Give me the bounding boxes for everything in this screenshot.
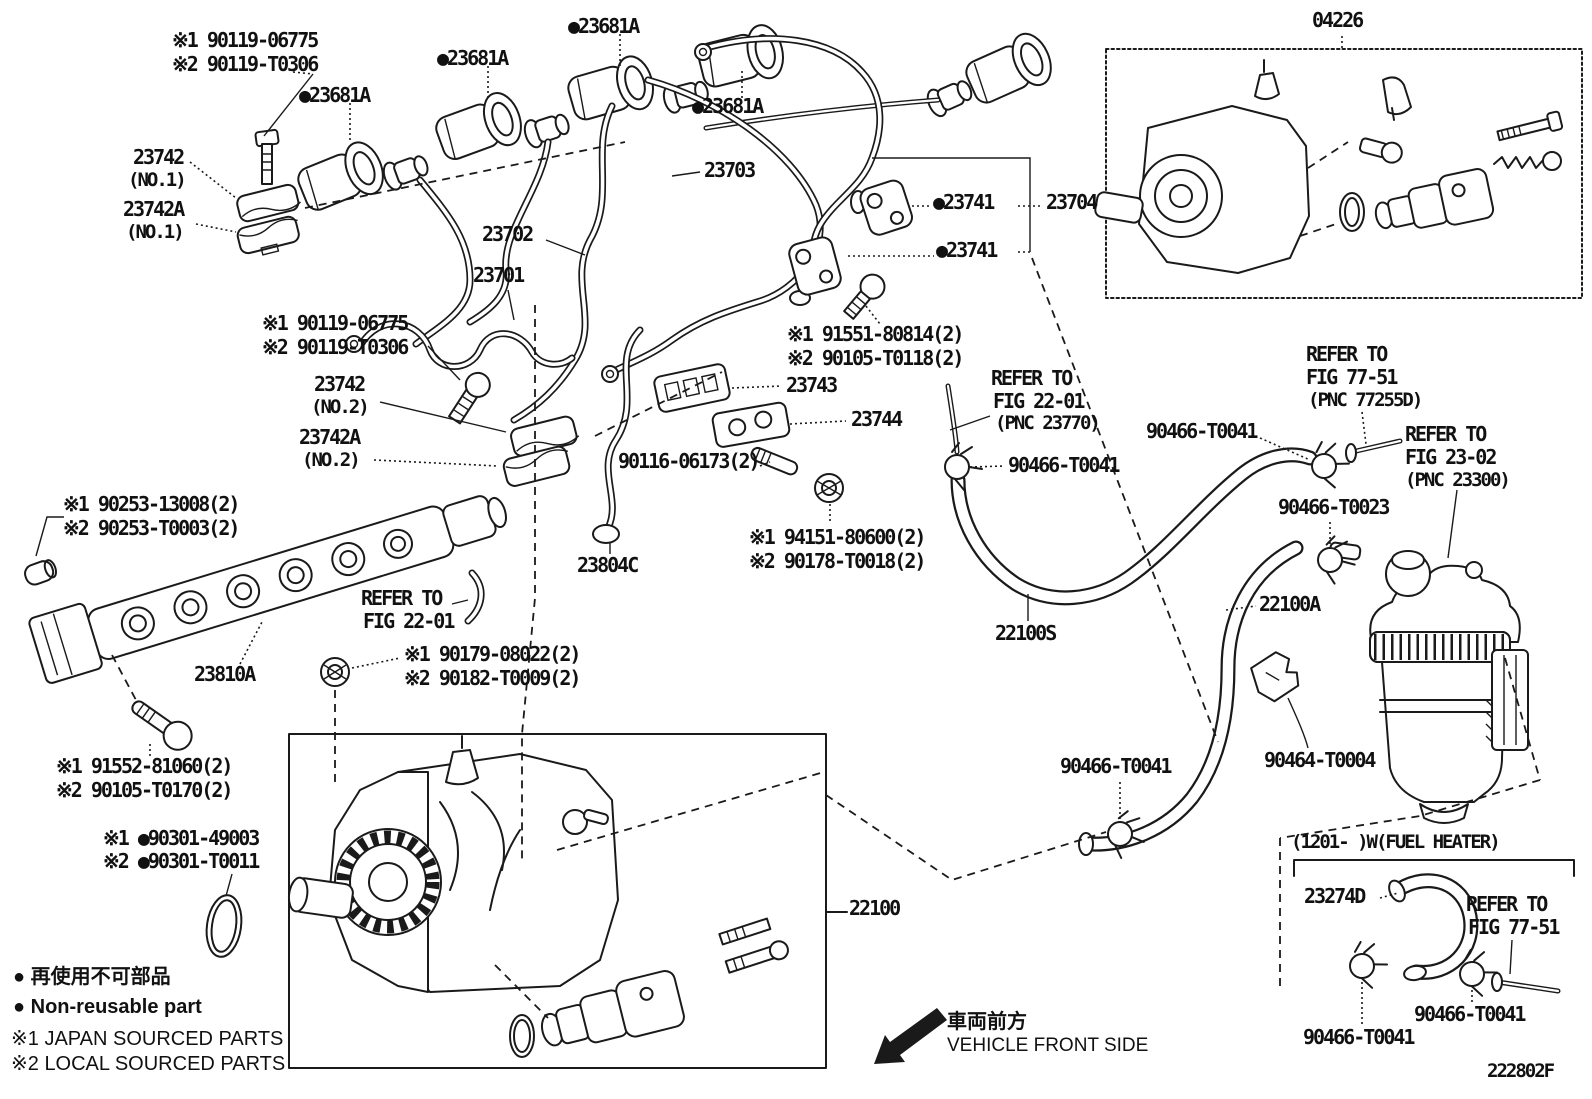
label-22100S: 22100S bbox=[995, 621, 1057, 645]
bracket-90464 bbox=[1250, 651, 1300, 703]
legend-japan-sourced: ※1 JAPAN SOURCED PARTS bbox=[11, 1028, 284, 1050]
label-no1-b: (NO.1) bbox=[126, 221, 185, 243]
legend-nonreusable-en: ● Non-reusable part bbox=[13, 996, 202, 1018]
label-90301-local: ※2 ●90301-T0011 bbox=[103, 849, 260, 873]
label-22100A: 22100A bbox=[1259, 592, 1321, 616]
label-23704: 23704 bbox=[1046, 190, 1098, 214]
label-90253-jp: ※1 90253-13008(2) bbox=[63, 492, 240, 516]
legend-local-sourced: ※2 LOCAL SOURCED PARTS bbox=[11, 1053, 286, 1075]
label-23741-1: ●23741 bbox=[933, 190, 995, 214]
label-23742A-no2: 23742A bbox=[299, 425, 361, 449]
label-91551-local: ※2 90105-T0118(2) bbox=[787, 346, 964, 370]
label-90179-local: ※2 90182-T0009(2) bbox=[404, 666, 581, 690]
label-23701: 23701 bbox=[473, 263, 525, 287]
label-23804C: 23804C bbox=[577, 553, 639, 577]
leader-lines bbox=[35, 34, 1513, 1026]
label-90466-1: 90466-T0041 bbox=[1008, 453, 1120, 477]
nut-94151 bbox=[814, 473, 844, 503]
label-ref-a3: (PNC 23770) bbox=[995, 412, 1101, 434]
dashed-links bbox=[111, 141, 1541, 1019]
label-90119-local-2: ※2 90119-T0306 bbox=[262, 335, 409, 359]
label-no1-a: (NO.1) bbox=[128, 169, 187, 191]
label-ref-e1: REFER TO bbox=[1466, 892, 1548, 916]
clamp-23743 bbox=[653, 363, 731, 413]
pipe-clamp-no2 bbox=[448, 371, 580, 487]
vehicle-front-arrow bbox=[874, 1008, 947, 1064]
label-23741-2: ●23741 bbox=[936, 238, 998, 262]
label-ref-b3: (PNC 77255D) bbox=[1308, 389, 1423, 411]
label-23742A-no1: 23742A bbox=[123, 197, 185, 221]
brackets-23741 bbox=[788, 179, 913, 320]
label-23681A-1: ●23681A bbox=[299, 83, 371, 107]
label-23681A-4: ●23681A bbox=[692, 94, 764, 118]
label-23744: 23744 bbox=[851, 407, 903, 431]
clamp-23744 bbox=[711, 401, 791, 448]
fuel-heater-area bbox=[1293, 859, 1575, 994]
label-23742-no1: 23742 bbox=[133, 145, 185, 169]
label-23681A-3: ●23681A bbox=[568, 14, 640, 38]
label-94151-local: ※2 90178-T0018(2) bbox=[749, 549, 926, 573]
label-90119-jp-2: ※1 90119-06775 bbox=[262, 311, 409, 335]
nut-90179 bbox=[320, 657, 350, 687]
stud-90116 bbox=[750, 446, 799, 476]
label-91552-local: ※2 90105-T0170(2) bbox=[56, 778, 233, 802]
label-ref-c1: REFER TO bbox=[1405, 422, 1487, 446]
label-90466-4: 90466-T0041 bbox=[1414, 1002, 1526, 1026]
supply-pump-kit-art bbox=[1094, 59, 1564, 274]
label-90116: 90116-06173(2) bbox=[618, 449, 761, 473]
supply-pump-kit-box bbox=[1105, 36, 1583, 299]
label-ref-d2: FIG 22-01 bbox=[363, 609, 455, 633]
figure-code: 222802F bbox=[1487, 1060, 1555, 1082]
label-04226: 04226 bbox=[1312, 8, 1364, 32]
label-90119-jp-1: ※1 90119-06775 bbox=[172, 28, 319, 52]
label-no2-a: (NO.2) bbox=[311, 396, 370, 418]
label-91551-jp: ※1 91551-80814(2) bbox=[787, 322, 964, 346]
label-23702: 23702 bbox=[482, 222, 534, 246]
label-ref-a2: FIG 22-01 bbox=[993, 389, 1085, 413]
label-90301-jp: ※1 ●90301-49003 bbox=[103, 826, 260, 850]
label-90466-2: 90466-T0041 bbox=[1146, 419, 1258, 443]
label-90253-local: ※2 90253-T0003(2) bbox=[63, 516, 240, 540]
injector-seal-sleeves bbox=[297, 24, 1052, 211]
label-ref-c2: FIG 23-02 bbox=[1405, 445, 1497, 469]
label-ref-c3: (PNC 23300) bbox=[1405, 469, 1511, 491]
vehicle-front-jp: 車両前方 bbox=[947, 1011, 1027, 1033]
vehicle-front-en: VEHICLE FRONT SIDE bbox=[947, 1035, 1149, 1056]
bolt-91552 bbox=[131, 700, 193, 751]
label-90179-jp: ※1 90179-08022(2) bbox=[404, 642, 581, 666]
label-23703: 23703 bbox=[704, 158, 756, 182]
label-90119-local-1: ※2 90119-T0306 bbox=[172, 52, 319, 76]
fuel-rail bbox=[24, 495, 507, 684]
label-90466-t0023: 90466-T0023 bbox=[1278, 495, 1390, 519]
label-23743: 23743 bbox=[786, 373, 838, 397]
legend-nonreusable-jp: ● 再使用不可部品 bbox=[13, 966, 171, 988]
label-fuel-heater: (1201- )W(FUEL HEATER) bbox=[1291, 831, 1501, 853]
label-91552-jp: ※1 91552-81060(2) bbox=[56, 754, 233, 778]
fuel-filter bbox=[1328, 541, 1529, 824]
injection-pump-art bbox=[287, 735, 789, 1058]
label-ref-e2: FIG 77-51 bbox=[1468, 915, 1560, 939]
label-23274D: 23274D bbox=[1304, 884, 1366, 908]
pipe-clamp-no1 bbox=[236, 128, 301, 256]
label-ref-d1: REFER TO bbox=[361, 586, 443, 610]
oring-90301 bbox=[205, 894, 243, 958]
label-90464: 90464-T0004 bbox=[1264, 748, 1376, 772]
label-no2-b: (NO.2) bbox=[302, 449, 361, 471]
label-94151-jp: ※1 94151-80600(2) bbox=[749, 525, 926, 549]
label-23742-no2: 23742 bbox=[314, 372, 366, 396]
label-90466-5: 90466-T0041 bbox=[1303, 1025, 1415, 1049]
injection-pipes bbox=[345, 35, 884, 544]
label-22100: 22100 bbox=[849, 896, 901, 920]
label-ref-b1: REFER TO bbox=[1306, 342, 1388, 366]
label-23810A: 23810A bbox=[194, 662, 256, 686]
label-90466-3: 90466-T0041 bbox=[1060, 754, 1172, 778]
fuel-hoses bbox=[945, 383, 1403, 856]
label-ref-b2: FIG 77-51 bbox=[1306, 365, 1398, 389]
label-23681A-2: ●23681A bbox=[437, 46, 509, 70]
label-ref-a1: REFER TO bbox=[991, 366, 1073, 390]
